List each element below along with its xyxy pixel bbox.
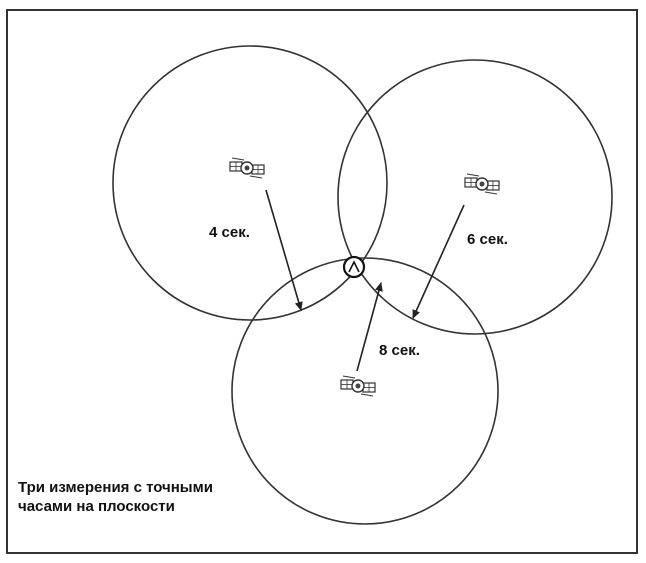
range-circle-8s bbox=[231, 257, 499, 525]
caption-line-1: Три измерения с точными bbox=[18, 479, 213, 496]
diagram-caption: Три измерения с точными часами на плоско… bbox=[18, 478, 213, 516]
caption-line-2: часами на плоскости bbox=[18, 498, 175, 515]
diagram-frame bbox=[6, 9, 638, 554]
satellite-icon bbox=[464, 173, 500, 195]
time-label-8s: 8 сек. bbox=[379, 342, 420, 359]
satellite-icon bbox=[340, 375, 376, 397]
arrow-icon bbox=[265, 189, 303, 311]
receiver-point-icon bbox=[342, 255, 366, 279]
satellite-icon bbox=[229, 157, 265, 179]
arrow-icon bbox=[412, 204, 465, 319]
time-label-6s: 6 сек. bbox=[467, 231, 508, 248]
time-label-4s: 4 сек. bbox=[209, 224, 250, 241]
range-circle-4s bbox=[112, 45, 388, 321]
arrow-icon bbox=[356, 282, 383, 372]
range-circle-6s bbox=[337, 59, 613, 335]
